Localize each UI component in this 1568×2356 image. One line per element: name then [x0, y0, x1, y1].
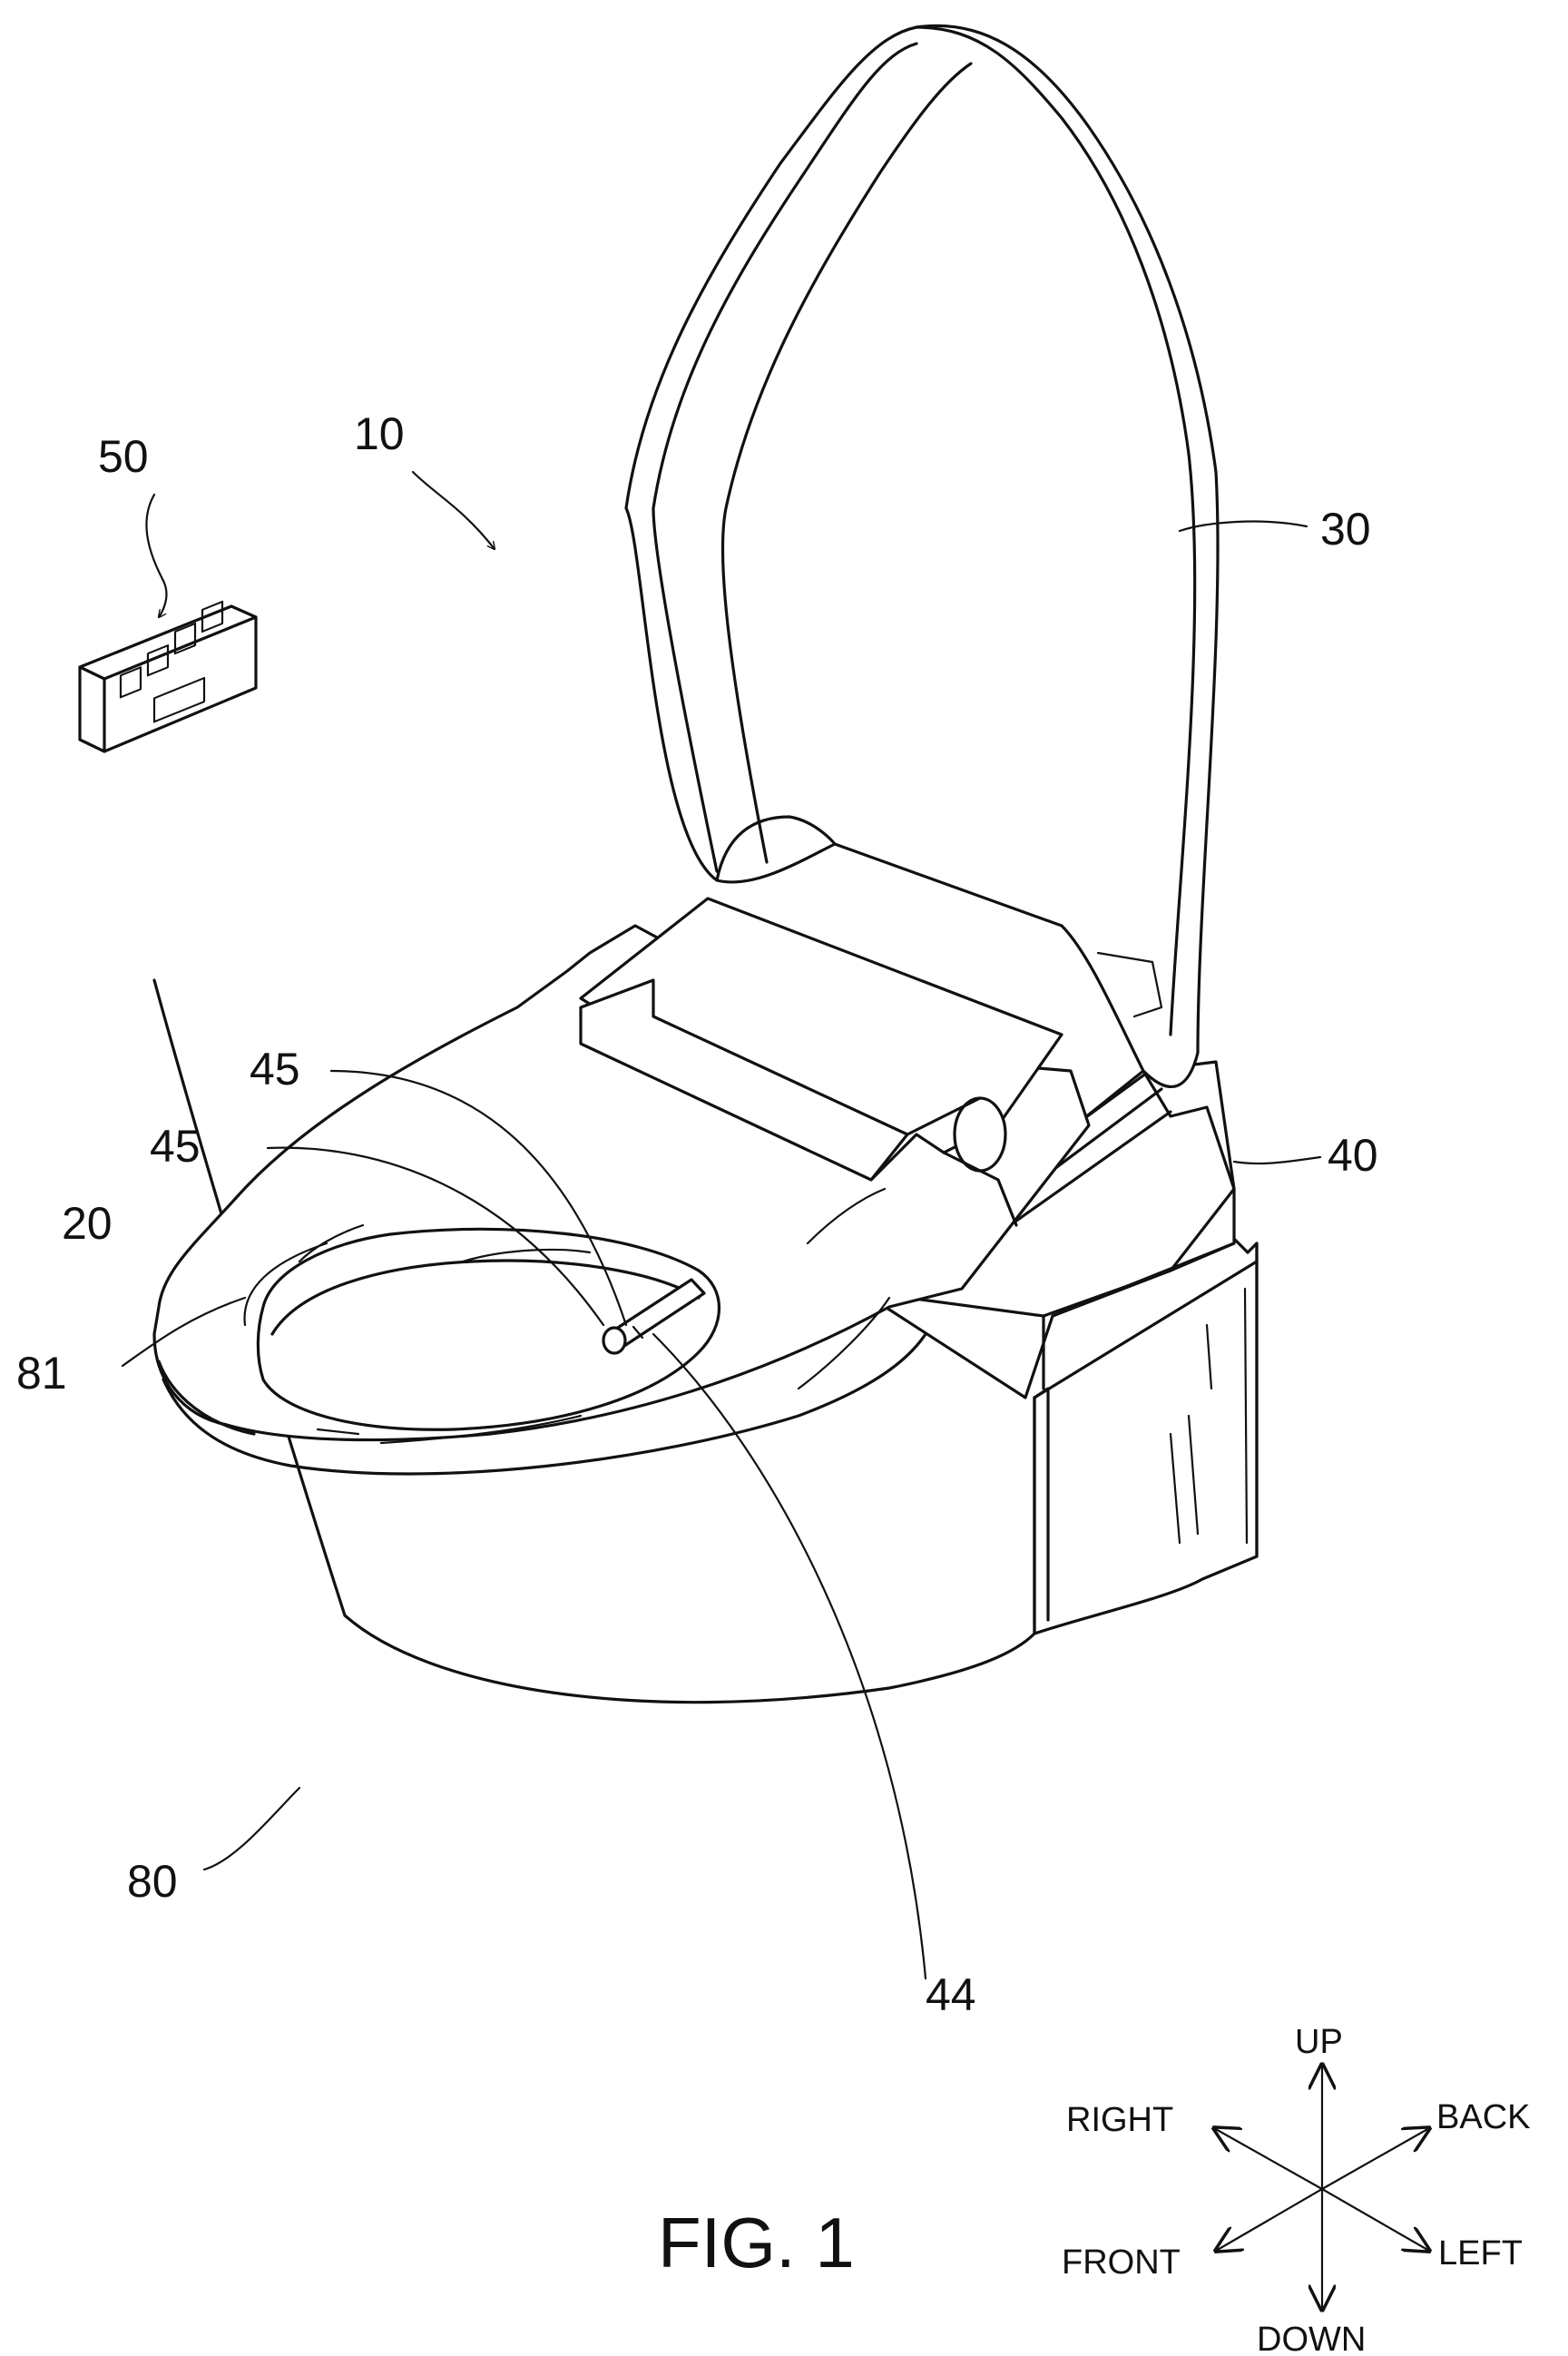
ref-45-lower: 45 — [150, 1121, 201, 1172]
dir-front: FRONT — [1062, 2243, 1181, 2282]
dir-down: DOWN — [1257, 2321, 1366, 2356]
dir-up: UP — [1295, 2023, 1343, 2061]
ref-30: 30 — [1320, 504, 1371, 555]
dir-back: BACK — [1436, 2098, 1530, 2136]
direction-indicator: UP DOWN BACK LEFT RIGHT FRONT — [1062, 2023, 1530, 2356]
ref-81: 81 — [16, 1348, 67, 1399]
ref-20: 20 — [62, 1198, 113, 1249]
ref-50: 50 — [98, 431, 149, 482]
figure-caption: FIG. 1 — [658, 2203, 855, 2282]
ref-45-upper: 45 — [250, 1044, 300, 1095]
ref-40: 40 — [1328, 1130, 1378, 1181]
ref-80: 80 — [127, 1856, 178, 1907]
ref-10: 10 — [354, 408, 405, 459]
dir-right: RIGHT — [1066, 2101, 1173, 2139]
dir-left: LEFT — [1438, 2234, 1523, 2273]
ref-44: 44 — [926, 1969, 976, 2020]
remote-control — [80, 602, 256, 751]
